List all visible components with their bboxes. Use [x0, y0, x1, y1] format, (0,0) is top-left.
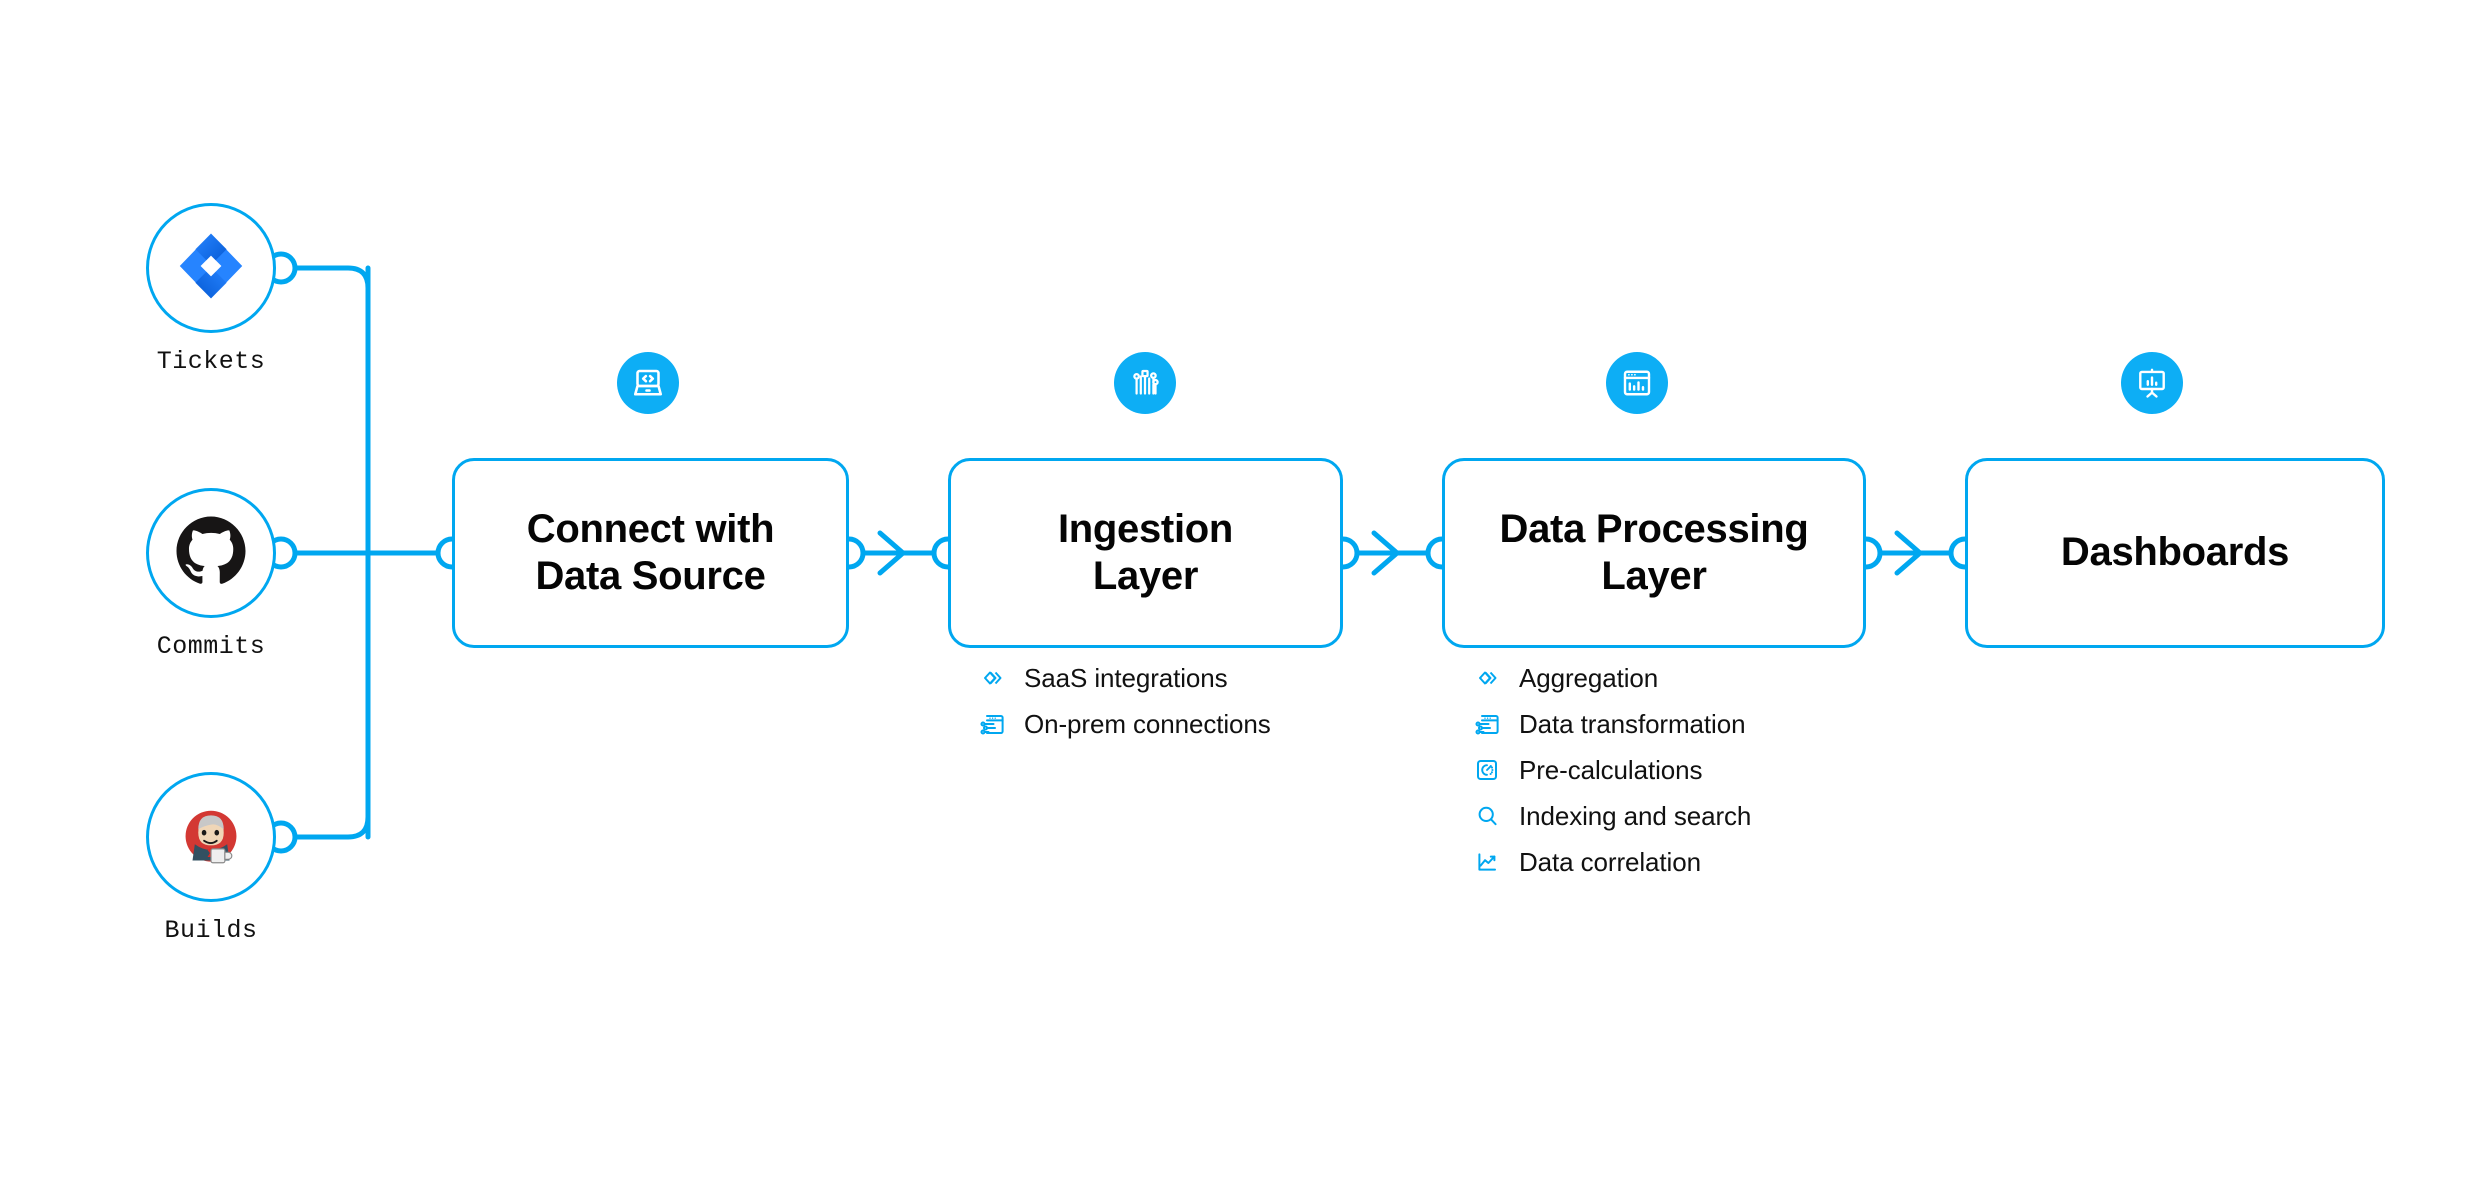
stage-badge-connect — [617, 352, 679, 414]
arrowhead-2 — [1371, 530, 1400, 576]
server-window-icon — [975, 707, 1009, 741]
source-node-builds[interactable]: Builds — [137, 772, 285, 945]
processing-feature-list: Aggregation Data transformation — [1470, 655, 1751, 885]
stage-box-dashboards[interactable]: Dashboards — [1965, 458, 2385, 648]
source-label-commits: Commits — [156, 632, 266, 661]
feature-label: Pre-calculations — [1519, 754, 1703, 785]
stage-badge-processing — [1606, 352, 1668, 414]
stage-badge-ingestion — [1114, 352, 1176, 414]
line-chart-icon — [1470, 845, 1504, 879]
jenkins-icon — [174, 798, 248, 877]
feature-label: Aggregation — [1519, 662, 1659, 693]
feature-item[interactable]: Indexing and search — [1470, 793, 1751, 839]
github-icon — [175, 515, 247, 592]
stage-badge-dashboards — [2121, 352, 2183, 414]
magnifier-icon — [1470, 799, 1504, 833]
feature-label: Indexing and search — [1519, 800, 1752, 831]
arrowhead-3 — [1894, 530, 1923, 576]
stacked-diamonds-icon — [1470, 661, 1504, 695]
feature-item[interactable]: Data correlation — [1470, 839, 1751, 885]
source-node-tickets[interactable]: Tickets — [137, 203, 285, 376]
feature-label: Data correlation — [1519, 846, 1701, 877]
source-label-builds: Builds — [164, 916, 258, 945]
stacked-diamonds-icon — [975, 661, 1009, 695]
feature-label: On-prem connections — [1024, 708, 1271, 739]
source-ring-tickets — [146, 203, 276, 333]
stage-title-dashboards: Dashboards — [2060, 530, 2290, 575]
source-ring-commits — [146, 488, 276, 618]
source-label-tickets: Tickets — [156, 347, 266, 376]
feature-item[interactable]: Pre-calculations — [1470, 747, 1751, 793]
feature-item[interactable]: Aggregation — [1470, 655, 1751, 701]
source-ring-builds — [146, 772, 276, 902]
feature-item[interactable]: Data transformation — [1470, 701, 1751, 747]
feature-item[interactable]: On-prem connections — [975, 701, 1271, 747]
wire-tickets — [278, 265, 371, 533]
source-node-commits[interactable]: Commits — [137, 488, 285, 661]
arrowhead-1 — [877, 530, 906, 576]
server-window-icon — [1470, 707, 1504, 741]
ingestion-feature-list: SaaS integrations On-prem conne — [975, 655, 1271, 747]
feature-item[interactable]: SaaS integrations — [975, 655, 1271, 701]
circuit-nodes-icon — [1127, 365, 1163, 401]
gauge-icon — [1470, 753, 1504, 787]
jira-icon — [174, 229, 248, 308]
laptop-code-icon — [630, 365, 666, 401]
feature-label: SaaS integrations — [1024, 662, 1228, 693]
wire-builds — [278, 557, 371, 840]
presentation-chart-icon — [2134, 365, 2170, 401]
feature-label: Data transformation — [1519, 708, 1746, 739]
window-barchart-icon — [1619, 365, 1655, 401]
